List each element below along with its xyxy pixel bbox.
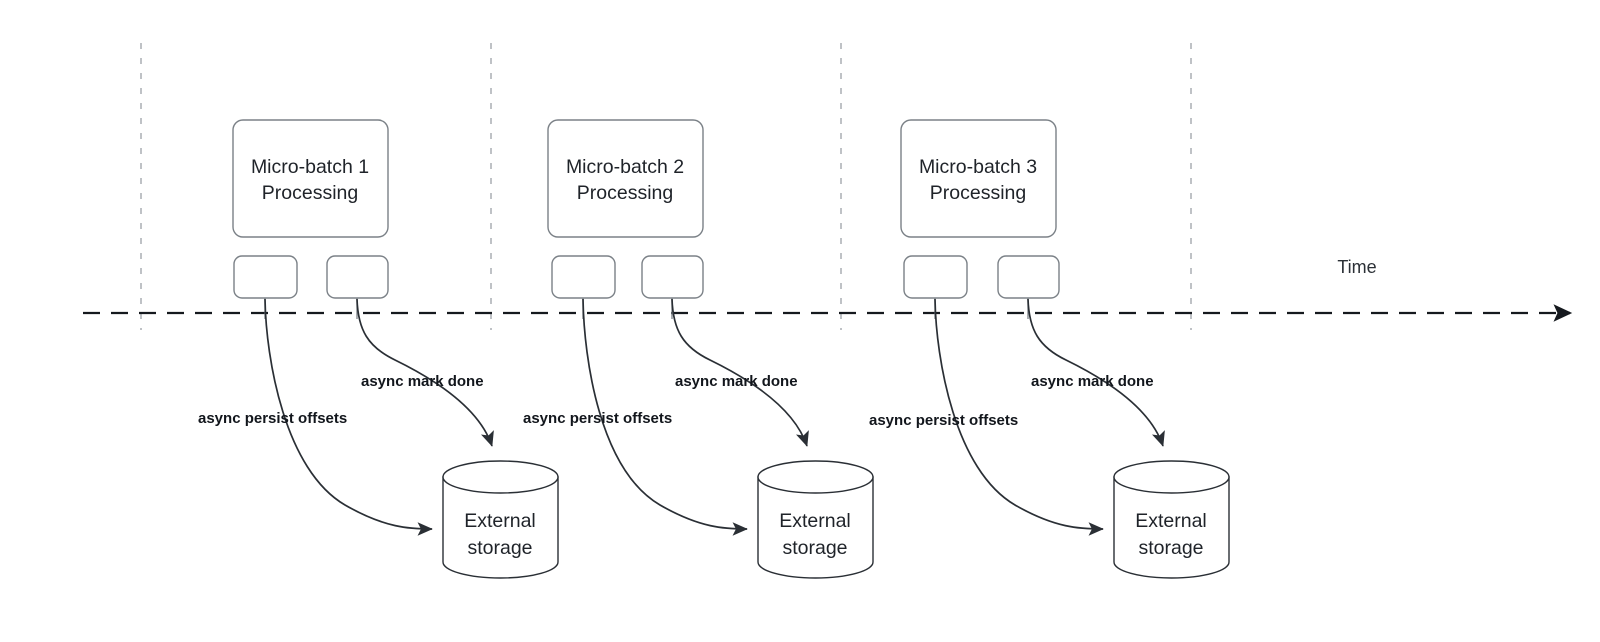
batch-3-storage-cylinder-top [1113, 460, 1230, 494]
batch-3-label-line1: Micro-batch 3 [919, 156, 1037, 178]
batch-3-storage-label-line2: storage [1138, 537, 1203, 559]
batch-2-edge-persist-offsets-label: async persist offsets [523, 410, 672, 427]
batch-3-edge-persist-offsets-label: async persist offsets [869, 412, 1018, 429]
batch-3-storage-cylinder-body[interactable] [1113, 476, 1230, 579]
batch-2-edge-mark-done [671, 298, 809, 447]
batch-2-label-line1: Micro-batch 2 [566, 156, 684, 178]
batch-1-label-line1: Micro-batch 1 [251, 156, 369, 178]
batch-1-task-box-mark[interactable] [326, 255, 389, 299]
batch-1-task-box-persist[interactable] [233, 255, 298, 299]
batch-1-label-line2: Processing [262, 182, 358, 204]
micro-batch-group-batch-1: Micro-batch 1 Processing async persist off… [198, 119, 559, 579]
batch-3-task-box-persist[interactable] [903, 255, 968, 299]
batch-2-storage-cylinder-top [757, 460, 874, 494]
batch-3-edge-mark-done [1027, 298, 1165, 447]
batch-3-storage-label-line1: External [1135, 510, 1207, 532]
batch-2-task-box-mark[interactable] [641, 255, 704, 299]
batch-3-task-box-mark[interactable] [997, 255, 1060, 299]
time-axis: Time [83, 257, 1573, 322]
time-axis-label: Time [1337, 257, 1376, 277]
micro-batch-group-batch-2: Micro-batch 2 Processing async persist off… [523, 119, 874, 579]
batch-1-edge-persist-offsets [264, 298, 433, 536]
batch-1-edge-mark-done [356, 298, 494, 447]
batch-1-storage-cylinder-body[interactable] [442, 476, 559, 579]
batch-2-storage-label-line2: storage [782, 537, 847, 559]
batch-2-storage-label-line1: External [779, 510, 851, 532]
batch-1-storage-cylinder-top [442, 460, 559, 494]
batch-3-edge-persist-offsets [934, 298, 1104, 536]
batch-2-label-line2: Processing [577, 182, 673, 204]
batch-2-edge-persist-offsets [582, 298, 748, 536]
batch-1-storage-label-line1: External [464, 510, 536, 532]
batch-1-storage-label-line2: storage [467, 537, 532, 559]
batch-2-processing-box[interactable] [547, 119, 704, 238]
batch-3-edge-mark-done-label: async mark done [1031, 373, 1154, 390]
batch-1-edge-mark-done-label: async mark done [361, 373, 484, 390]
batch-3-processing-box[interactable] [900, 119, 1057, 238]
batch-3-label-line2: Processing [930, 182, 1026, 204]
batch-2-storage-cylinder-body[interactable] [757, 476, 874, 579]
batch-2-edge-mark-done-label: async mark done [675, 373, 798, 390]
batch-1-processing-box[interactable] [232, 119, 389, 238]
batch-boundary-dividers [140, 43, 1192, 330]
batch-2-task-box-persist[interactable] [551, 255, 616, 299]
micro-batch-group-batch-3: Micro-batch 3 Processing async persist off… [869, 119, 1230, 579]
micro-batch-groups: Micro-batch 1 Processing async persist off… [198, 119, 1230, 579]
batch-1-edge-persist-offsets-label: async persist offsets [198, 410, 347, 427]
